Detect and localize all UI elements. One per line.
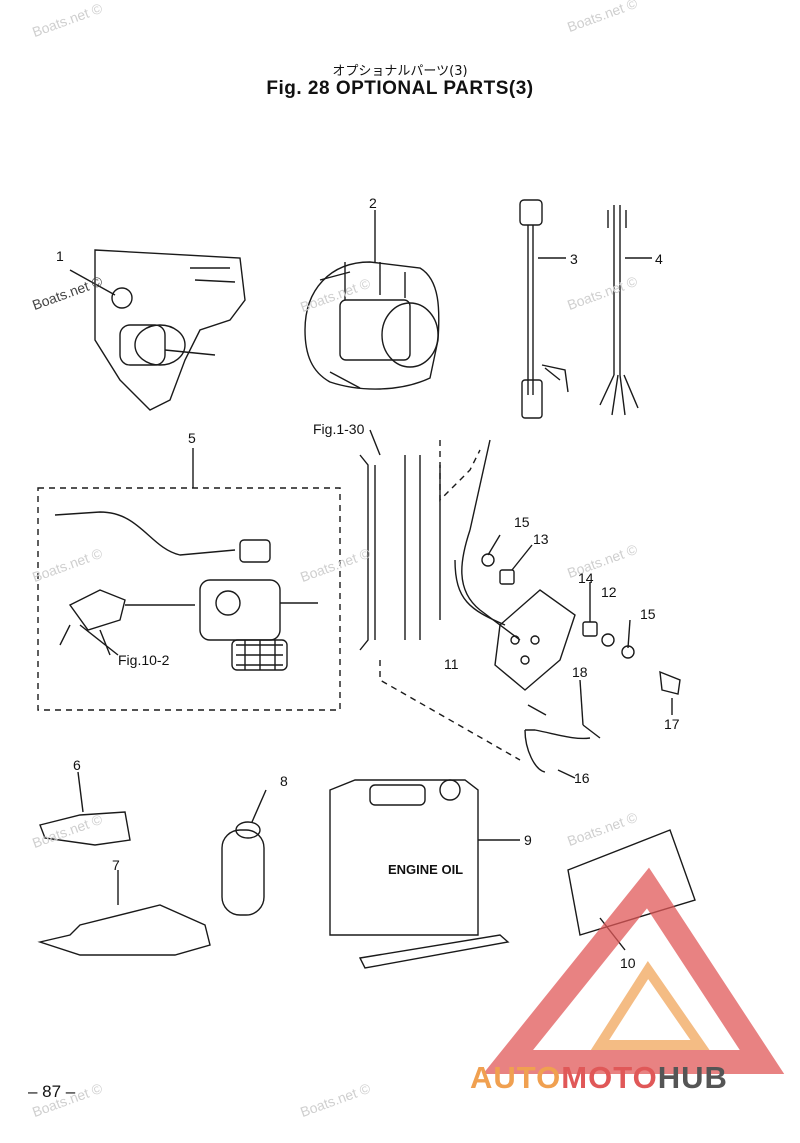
- callout-4: 4: [655, 251, 663, 267]
- callout-13: 13: [533, 531, 549, 547]
- callout-10: 10: [620, 955, 636, 971]
- part-8-spray-can: [221, 789, 267, 916]
- callout-9: 9: [524, 832, 532, 848]
- part-6-tube: [39, 771, 131, 846]
- callout-12: 12: [601, 584, 617, 600]
- callout-16: 16: [574, 770, 590, 786]
- callout-1: 1: [56, 248, 64, 264]
- part-7-tube: [37, 870, 211, 956]
- callout-18: 18: [572, 664, 588, 680]
- part-2-flywheel: [304, 210, 440, 390]
- fig-reference-1-30: Fig.1-30: [313, 421, 365, 437]
- brand-part-auto: AUTO: [470, 1060, 562, 1095]
- part-4-harness: [599, 205, 652, 416]
- callout-15b: 15: [640, 606, 656, 622]
- callout-3: 3: [570, 251, 578, 267]
- oil-can-label: ENGINE OIL: [388, 862, 464, 877]
- callout-17: 17: [664, 716, 680, 732]
- brand-wordmark: AUTOMOTOHUB: [470, 1060, 728, 1096]
- autoMotoHub-logo: [482, 867, 785, 1074]
- fig-reference-10-2: Fig.10-2: [118, 652, 170, 668]
- callout-14: 14: [578, 570, 594, 586]
- part-1-lower-unit: [69, 249, 246, 411]
- brand-part-moto: MOTO: [561, 1060, 658, 1095]
- page-title: Fig. 28 OPTIONAL PARTS(3): [266, 78, 534, 99]
- callout-11: 11: [444, 656, 459, 672]
- part-9-oil-can: [329, 779, 520, 969]
- part-5-fuel-hose-box: [37, 448, 341, 711]
- brand-part-hub: HUB: [657, 1060, 728, 1095]
- page-number: – 87 –: [28, 1082, 76, 1101]
- callout-15: 15: [514, 514, 530, 530]
- fuel-pump-assembly: [359, 439, 681, 779]
- callout-5: 5: [188, 430, 196, 446]
- page-title-japanese: オプショナルパーツ(3): [332, 64, 468, 79]
- callout-2: 2: [369, 195, 377, 211]
- part-3-harness: [519, 199, 569, 419]
- callout-6: 6: [73, 757, 81, 773]
- callout-8: 8: [280, 773, 288, 789]
- callout-7: 7: [112, 857, 120, 873]
